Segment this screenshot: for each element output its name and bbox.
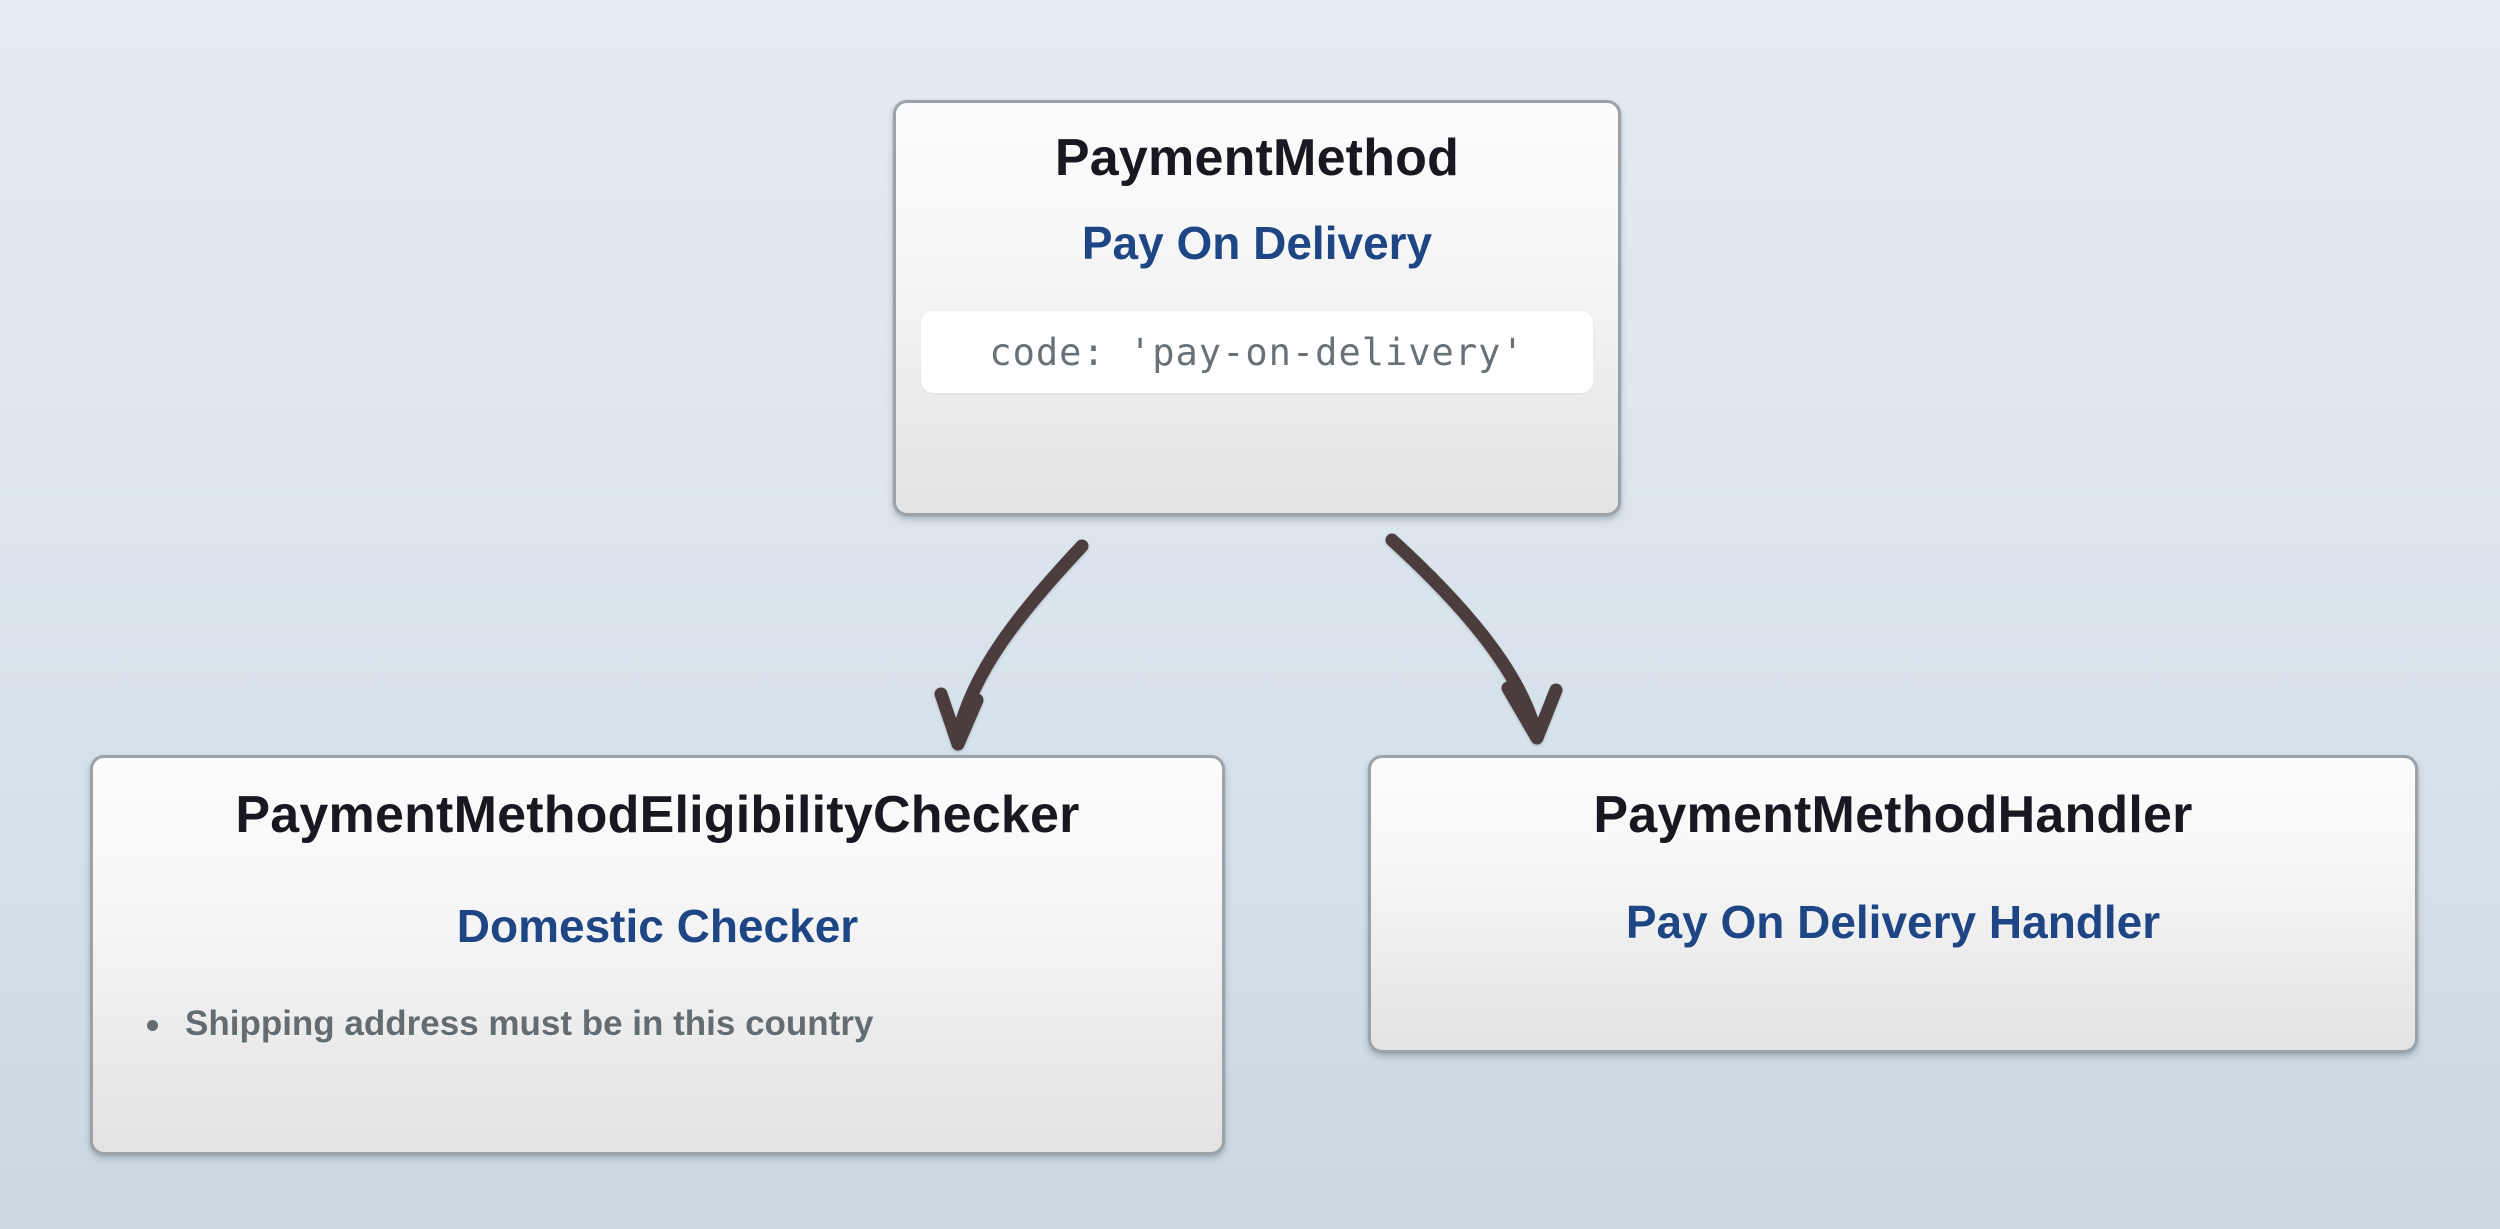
node-payment-method-name-label: Pay On Delivery xyxy=(1081,217,1433,269)
node-payment-method-handler[interactable]: PaymentMethodHandler Pay On Delivery Han… xyxy=(1368,755,2418,1053)
node-eligibility-checker-name-label: Domestic Checker xyxy=(456,900,859,952)
edge-arrow-to-handler xyxy=(1385,533,1563,745)
list-item: Shipping address must be in this country xyxy=(145,1002,1222,1046)
code-text: code: 'pay-on-delivery' xyxy=(989,330,1525,374)
code-box: code: 'pay-on-delivery' xyxy=(921,311,1593,393)
node-eligibility-checker-type-label: PaymentMethodEligibilityChecker xyxy=(235,786,1080,844)
list-item-label: Shipping address must be in this country xyxy=(185,1004,874,1043)
node-payment-method[interactable]: PaymentMethod Pay On Delivery code: 'pay… xyxy=(893,100,1621,516)
edge-arrow-to-eligibility-checker xyxy=(934,539,1089,751)
eligibility-criteria-list: Shipping address must be in this country xyxy=(93,1002,1222,1046)
node-handler-name-label: Pay On Delivery Handler xyxy=(1625,896,2161,948)
node-payment-method-type-label: PaymentMethod xyxy=(1054,129,1460,187)
bullet-dot-icon xyxy=(147,1020,158,1031)
node-payment-method-eligibility-checker[interactable]: PaymentMethodEligibilityChecker Domestic… xyxy=(90,755,1225,1155)
node-handler-type-label: PaymentMethodHandler xyxy=(1593,786,2193,844)
